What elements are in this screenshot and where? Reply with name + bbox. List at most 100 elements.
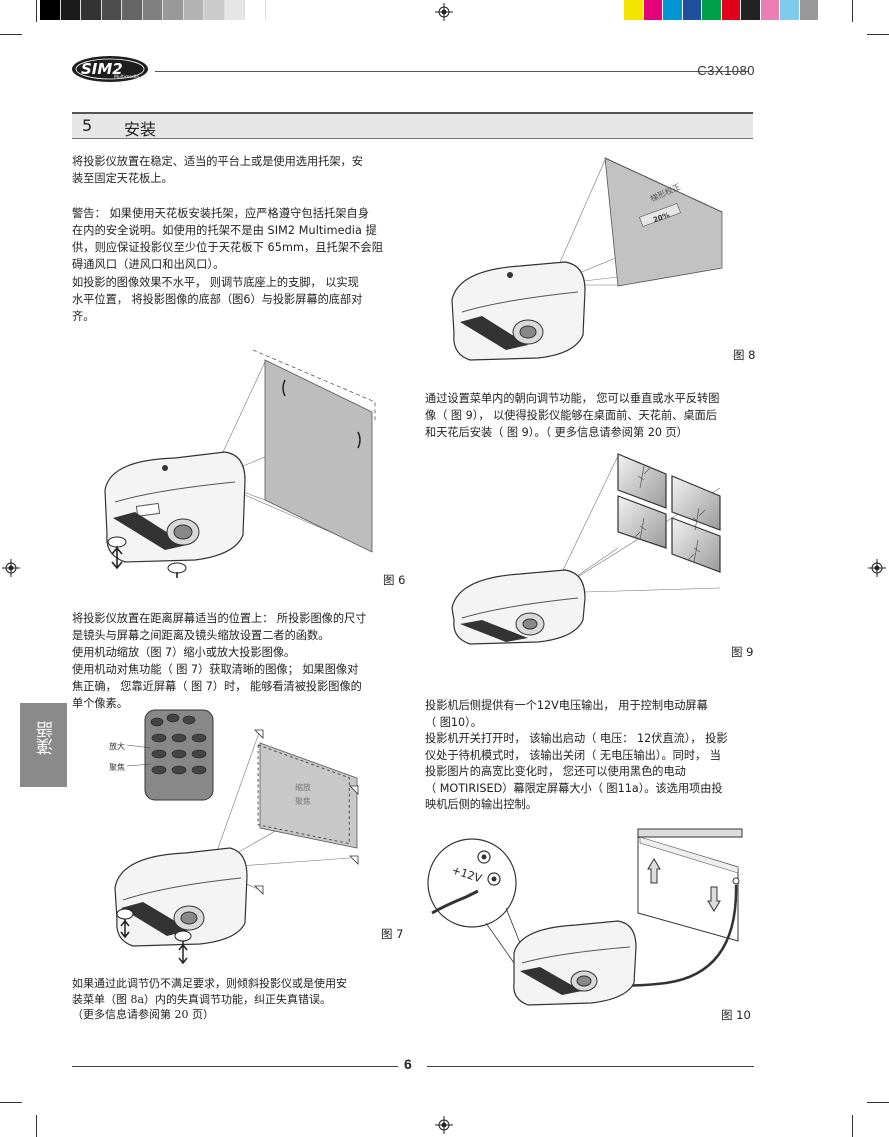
section-number: 5 — [82, 116, 93, 135]
text-line: 单个像素。 — [72, 697, 128, 710]
footer-rule-right — [427, 1066, 754, 1067]
figure-10-12v-screen: +12V — [427, 828, 743, 1006]
text-line: （ MOTIRISED）幕限定屏幕大小（ 图11a）。该选用项由投 — [425, 781, 723, 795]
color-swatch — [624, 0, 644, 20]
color-swatch — [741, 0, 761, 20]
gray-swatch — [122, 0, 143, 20]
model-name: C3X1080 — [697, 63, 755, 78]
text-line: 装至固定天花板上。 — [72, 172, 173, 185]
crop-mark — [852, 0, 853, 22]
gray-swatch — [245, 0, 266, 20]
text-line: 仪处于待机模式时， 该输出关闭（ 无电压输出）。同时， 当 — [425, 748, 721, 762]
jack-plug-icon — [431, 889, 479, 915]
focus-label: 聚焦 — [109, 762, 125, 772]
gray-calibration-strip — [40, 0, 266, 20]
language-tab-label: 漢語 — [37, 721, 57, 755]
figure-7-zoom-focus: 放大 聚焦 缩放 聚焦 — [109, 709, 359, 965]
figure-7-caption: 图 7 — [381, 927, 404, 941]
orientation-image-tile — [617, 453, 721, 573]
text-line: 如果通过此调节仍不满足要求，则倾斜投影仪或是使用安 — [72, 977, 347, 990]
text-line: 投影机开关打开时， 该输出启动（ 电压： 12伏直流）， 投影 — [425, 732, 728, 745]
text-line: 在内的安全说明。如使用的托架不是由 SIM2 Multimedia 提 — [72, 224, 377, 237]
svg-text:SIM2: SIM2 — [81, 60, 123, 78]
text-line: 水平位置， 将投影图像的底部（图6）与投影屏幕的底部对 — [72, 293, 363, 306]
page-number: 6 — [404, 1056, 412, 1072]
svg-text:Multimedia: Multimedia — [114, 74, 139, 80]
section-heading: 5 安装 — [72, 112, 753, 139]
color-swatch — [780, 0, 800, 20]
registration-mark-icon — [435, 3, 453, 21]
color-swatch — [721, 0, 741, 20]
text-line: 投影图片的高宽比变化时， 您还可以使用黑色的电动 — [425, 765, 686, 778]
gray-swatch — [163, 0, 184, 20]
text-line: 焦正确， 您靠近屏幕（ 图 7）时， 能够看清被投影图像的 — [72, 680, 362, 693]
zoom-label: 放大 — [109, 741, 125, 751]
text-line: 将投影仪放置在距离屏幕适当的位置上： 所投影图像的尺寸 — [72, 612, 367, 625]
registration-mark-icon — [435, 1116, 453, 1134]
gray-swatch — [183, 0, 204, 20]
crop-mark — [36, 0, 37, 22]
text-line: 装菜单（图 8a）内的失真调节功能，纠正失真错误。 — [72, 992, 332, 1006]
color-swatch — [702, 0, 722, 20]
language-tab: 漢語 — [20, 703, 67, 787]
text-line: 使用机动对焦功能（ 图 7）获取清晰的图像； 如果图像对 — [72, 663, 359, 676]
registration-mark-icon — [2, 559, 20, 577]
registration-mark-icon — [868, 559, 886, 577]
crop-mark — [0, 34, 22, 35]
color-swatch — [643, 0, 663, 20]
gray-swatch — [204, 0, 225, 20]
gray-swatch — [224, 0, 245, 20]
screen-zoom-text: 缩放 — [295, 782, 311, 792]
connector-detail — [427, 838, 517, 928]
figure-9-orientation — [451, 453, 721, 645]
gray-swatch — [60, 0, 81, 20]
gray-swatch — [142, 0, 163, 20]
motorised-screen-housing — [637, 828, 743, 838]
text-line: 碍通风口（进风口和出风口）。 — [72, 258, 225, 271]
adjustable-foot-icon — [167, 562, 187, 578]
header-rule — [155, 71, 749, 72]
text-line: 如投影的图像效果不水平， 则调节底座上的支脚， 以实现 — [72, 276, 359, 289]
figure-10-caption: 图 10 — [721, 1008, 751, 1022]
paragraph-zoom-focus: 将投影仪放置在距离屏幕适当的位置上： 所投影图像的尺寸是镜头与屏幕之间距离及镜头… — [72, 610, 404, 712]
figure-8-keystone: 梯形校正 20% — [451, 157, 723, 361]
color-swatch — [799, 0, 819, 20]
text-line: （ 图10）。 — [425, 715, 482, 729]
figure-8-caption: 图 8 — [733, 348, 756, 362]
text-line: 像（ 图 9）， 以使得投影仪能够在桌面前、天花前、桌面后 — [425, 409, 717, 422]
curved-arrow-icon — [282, 379, 286, 397]
text-line: 通过设置菜单内的朝向调节功能， 您可以垂直或水平反转图 — [425, 392, 720, 405]
paragraph-keystone: 如果通过此调节仍不满足要求，则倾斜投影仪或是使用安装菜单（图 8a）内的失真调节… — [72, 976, 404, 1023]
gray-swatch — [101, 0, 122, 20]
text-line: 是镜头与屏幕之间距离及镜头缩放设置二者的函数。 — [72, 629, 330, 642]
text-line: 齐。 — [72, 310, 95, 323]
crop-mark — [0, 1102, 22, 1103]
crop-mark — [867, 34, 889, 35]
paragraph-warning: 警告： 如果使用天花板安装托架，应严格遵守包括托架自身在内的安全说明。如使用的托… — [72, 205, 404, 273]
footer-rule-left — [72, 1066, 398, 1067]
text-line: （更多信息请参阅第 20 页） — [72, 1008, 214, 1021]
adjustable-foot-icon — [174, 930, 192, 965]
text-line: 将投影仪放置在稳定、适当的平台上或是使用选用托架，安 — [72, 155, 363, 168]
gray-swatch — [40, 0, 61, 20]
crop-mark — [852, 1115, 853, 1137]
screen-focus-text: 聚焦 — [295, 796, 311, 806]
adjustable-foot-icon — [107, 536, 127, 570]
color-calibration-strip — [624, 0, 819, 20]
paragraph-leveling: 如投影的图像效果不水平， 则调节底座上的支脚， 以实现水平位置， 将投影图像的底… — [72, 274, 404, 325]
text-line: 投影机后侧提供有一个12V电压输出， 用于控制电动屏幕 — [425, 699, 708, 712]
adjustable-foot-icon — [116, 908, 134, 939]
crop-mark — [36, 1115, 37, 1137]
color-swatch — [760, 0, 780, 20]
section-title: 安装 — [124, 120, 157, 139]
figure-9-caption: 图 9 — [731, 645, 754, 659]
color-swatch — [663, 0, 683, 20]
text-line: 使用机动缩放（图 7）缩小或放大投影图像。 — [72, 646, 296, 659]
color-swatch — [682, 0, 702, 20]
figure-6-projector-leveling — [104, 349, 376, 578]
text-line: 警告： 如果使用天花板安装托架，应严格遵守包括托架自身 — [72, 207, 370, 220]
paragraph-12v-output: 投影机后侧提供有一个12V电压输出， 用于控制电动屏幕 （ 图10）。投影机开关打… — [425, 698, 754, 814]
paragraph-mounting: 将投影仪放置在稳定、适当的平台上或是使用选用托架，安装至固定天花板上。 — [72, 153, 404, 187]
gray-swatch — [81, 0, 102, 20]
curved-arrow-icon — [357, 431, 361, 449]
